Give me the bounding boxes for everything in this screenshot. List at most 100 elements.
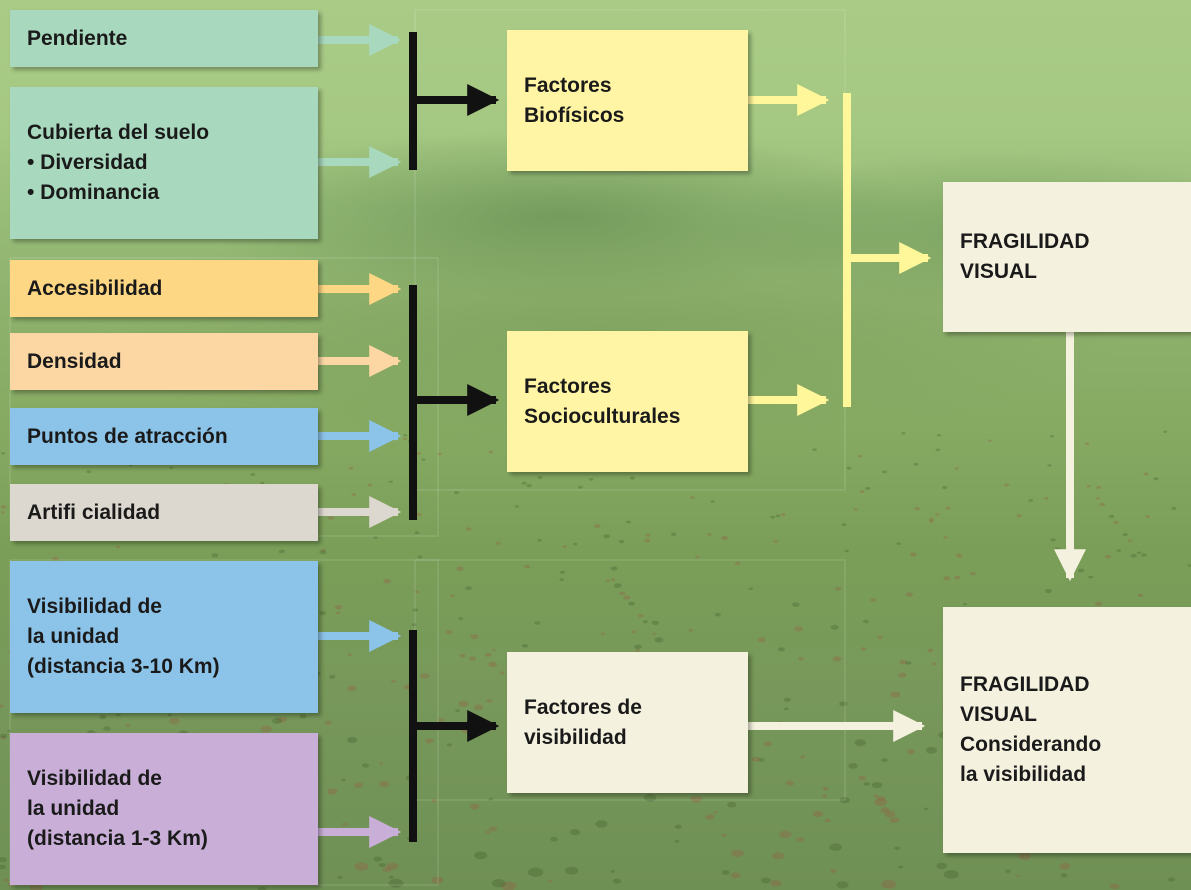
meadow-speck xyxy=(963,603,968,606)
meadow-speck xyxy=(631,630,637,634)
meadow-speck xyxy=(882,470,887,474)
meadow-speck xyxy=(610,870,615,873)
meadow-speck xyxy=(565,866,579,875)
meadow-speck xyxy=(796,837,805,842)
meadow-speck xyxy=(610,566,618,571)
meadow-speck xyxy=(521,481,527,485)
meadow-speck xyxy=(1085,442,1090,446)
meadow-speck xyxy=(1,511,5,514)
meadow-speck xyxy=(474,851,488,860)
meadow-speck xyxy=(341,778,346,781)
meadow-speck xyxy=(945,506,951,510)
meadow-speck xyxy=(727,801,737,808)
meadow-speck xyxy=(812,448,817,451)
label-puntos: Puntos de atracción xyxy=(27,424,228,448)
meadow-speck xyxy=(1145,515,1150,518)
meadow-speck xyxy=(1047,464,1052,467)
meadow-speck xyxy=(484,652,492,657)
meadow-speck xyxy=(328,516,335,520)
meadow-speck xyxy=(943,870,959,879)
meadow-speck xyxy=(211,553,219,558)
meadow-speck xyxy=(635,649,640,652)
meadow-speck xyxy=(884,810,896,818)
meadow-speck xyxy=(880,807,890,813)
meadow-speck xyxy=(416,452,422,455)
meadow-speck xyxy=(86,470,92,474)
label-factores-visibilidad: Factores de visibilidad xyxy=(524,695,642,749)
meadow-speck xyxy=(351,493,357,496)
meadow-speck xyxy=(412,608,419,612)
meadow-speck xyxy=(534,621,541,625)
meadow-speck xyxy=(623,595,631,600)
meadow-speck xyxy=(570,829,581,836)
meadow-speck xyxy=(644,538,651,543)
meadow-speck xyxy=(905,661,912,665)
meadow-speck xyxy=(431,798,438,803)
meadow-speck xyxy=(822,794,828,798)
meadow-speck xyxy=(834,586,842,591)
meadow-speck xyxy=(874,798,888,806)
meadow-speck xyxy=(824,818,831,823)
meadow-speck xyxy=(822,787,829,791)
meadow-speck xyxy=(348,466,354,470)
meadow-speck xyxy=(454,491,460,495)
label-factores-biofisicos: Factores Biofísicos xyxy=(524,73,625,127)
meadow-speck xyxy=(573,542,578,546)
meadow-speck xyxy=(988,439,992,442)
meadow-speck xyxy=(421,458,426,461)
meadow-speck xyxy=(773,540,779,543)
meadow-speck xyxy=(450,594,455,597)
meadow-speck xyxy=(858,455,863,458)
meadow-speck xyxy=(420,673,430,679)
meadow-speck xyxy=(924,807,929,811)
label-cubierta: Cubierta del suelo • Diversidad • Domina… xyxy=(27,121,210,204)
meadow-speck xyxy=(378,863,386,868)
meadow-speck xyxy=(618,591,626,596)
meadow-speck xyxy=(780,513,786,516)
meadow-speck xyxy=(721,833,727,837)
meadow-speck xyxy=(425,738,434,744)
meadow-speck xyxy=(588,477,594,481)
meadow-speck xyxy=(277,716,288,723)
meadow-speck xyxy=(455,709,460,713)
meadow-speck xyxy=(386,862,399,870)
box-puntos: Puntos de atracción xyxy=(10,408,318,465)
meadow-speck xyxy=(954,467,959,470)
meadow-speck xyxy=(473,704,484,711)
meadow-speck xyxy=(521,644,529,648)
meadow-speck xyxy=(1141,553,1147,557)
meadow-speck xyxy=(1153,477,1159,481)
meadow-speck xyxy=(906,749,915,755)
meadow-speck xyxy=(382,866,392,873)
meadow-speck xyxy=(499,671,505,675)
meadow-speck xyxy=(1016,514,1022,518)
meadow-speck xyxy=(770,879,782,887)
meadow-speck xyxy=(411,623,417,627)
meadow-speck xyxy=(537,476,543,479)
meadow-speck xyxy=(548,880,553,883)
meadow-speck xyxy=(634,644,642,650)
meadow-speck xyxy=(791,602,800,607)
meadow-speck xyxy=(899,660,908,665)
meadow-speck xyxy=(863,782,871,786)
meadow-speck xyxy=(931,662,937,666)
meadow-speck xyxy=(470,634,479,640)
meadow-speck xyxy=(651,620,660,625)
meadow-speck xyxy=(618,539,625,544)
meadow-speck xyxy=(896,542,901,545)
meadow-speck xyxy=(488,450,494,454)
meadow-speck xyxy=(250,473,256,476)
meadow-speck xyxy=(859,490,865,494)
meadow-speck xyxy=(871,782,883,789)
meadow-speck xyxy=(526,484,532,488)
meadow-speck xyxy=(798,657,804,661)
meadow-speck xyxy=(379,780,390,788)
meadow-speck xyxy=(674,839,680,843)
meadow-speck xyxy=(388,878,404,888)
meadow-speck xyxy=(1094,601,1103,606)
meadow-speck xyxy=(626,520,631,524)
meadow-speck xyxy=(937,434,942,437)
meadow-speck xyxy=(1044,588,1052,594)
meadow-speck xyxy=(783,707,789,711)
